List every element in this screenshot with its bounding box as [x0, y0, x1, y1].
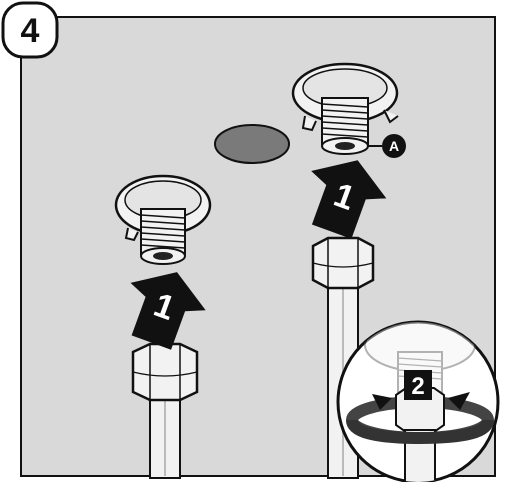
- left-lift-arrow: 1: [130, 272, 206, 350]
- callout-a: A: [367, 134, 406, 158]
- rotate-label: 2: [411, 373, 424, 400]
- detail-inset: 2: [336, 320, 500, 482]
- left-water-valve: [114, 174, 212, 265]
- wall-opening: [214, 124, 290, 164]
- left-hose: [131, 342, 199, 479]
- right-water-valve: [291, 62, 399, 155]
- step-badge: 4: [1, 1, 59, 59]
- callout-a-label: A: [389, 138, 399, 154]
- rotate-label-badge: [404, 370, 432, 400]
- right-lift-arrow: 1: [311, 160, 387, 239]
- step-number: 4: [21, 12, 40, 50]
